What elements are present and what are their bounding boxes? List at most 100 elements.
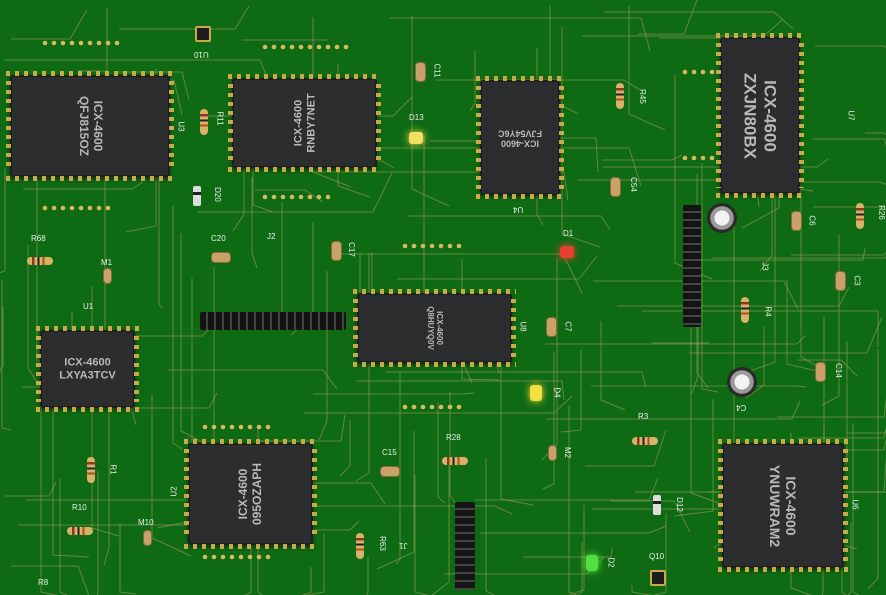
solder-pad bbox=[271, 44, 277, 50]
chip-u1-code: LXYA3TCV bbox=[59, 369, 116, 381]
trace-line bbox=[339, 420, 351, 477]
trace-line bbox=[251, 177, 258, 269]
trace-line bbox=[414, 475, 429, 595]
label-d20: D20 bbox=[212, 187, 222, 202]
chip-j2-label: ICX-4600 RNBY7NET bbox=[292, 93, 317, 152]
solder-pad bbox=[202, 554, 208, 560]
label-c7: C7 bbox=[563, 321, 573, 332]
solder-pad bbox=[691, 155, 697, 161]
capacitor-m2 bbox=[548, 445, 557, 461]
solder-pad bbox=[316, 194, 322, 200]
trace-line bbox=[168, 369, 338, 390]
trace-line bbox=[500, 315, 534, 506]
capacitor-c20 bbox=[211, 252, 231, 263]
solder-pad bbox=[289, 44, 295, 50]
chip-u7: ICX-4600 ZXJN80BX bbox=[716, 33, 804, 198]
solder-pad bbox=[114, 40, 120, 46]
solder-pad bbox=[682, 69, 688, 75]
resistor-r3 bbox=[632, 437, 658, 445]
trace-line bbox=[631, 585, 654, 595]
trace-line bbox=[0, 169, 6, 274]
solder-pad bbox=[420, 404, 426, 410]
solder-pad bbox=[256, 554, 262, 560]
solder-pad bbox=[402, 404, 408, 410]
chip-u4-code: FJV54Y6C bbox=[497, 127, 543, 138]
trace-line bbox=[701, 163, 719, 393]
label-r28: R28 bbox=[446, 433, 461, 442]
solder-pad bbox=[682, 155, 688, 161]
capacitor-c7 bbox=[546, 317, 557, 337]
trace-line bbox=[852, 423, 860, 595]
solder-pad bbox=[69, 205, 75, 211]
solder-pad bbox=[438, 404, 444, 410]
trace-line bbox=[786, 280, 822, 373]
trace-line bbox=[523, 547, 613, 558]
trace-line bbox=[247, 202, 283, 330]
label-q10: Q10 bbox=[649, 552, 665, 561]
chip-u4-part: ICX-4600 bbox=[500, 137, 540, 148]
label-r63: R63 bbox=[377, 536, 387, 551]
solder-pad bbox=[262, 44, 268, 50]
led-d1 bbox=[560, 246, 574, 258]
label-r8: R8 bbox=[38, 578, 49, 587]
trace-line bbox=[407, 215, 611, 231]
trace-line bbox=[305, 533, 325, 595]
label-r11: R11 bbox=[215, 111, 225, 126]
trace-line bbox=[312, 17, 352, 188]
chip-u2-part: ICX-4600 bbox=[235, 468, 250, 520]
solder-pad bbox=[265, 424, 271, 430]
chip-u4-label: ICX-4600 FJV54Y6C bbox=[498, 127, 542, 148]
solder-pad bbox=[229, 554, 235, 560]
trace-line bbox=[541, 258, 558, 461]
label-r45: R45 bbox=[637, 89, 647, 104]
resistor-r10 bbox=[67, 527, 93, 535]
label-c6: C6 bbox=[807, 215, 817, 226]
chip-u2: ICX-4600 095OZAPH bbox=[184, 439, 317, 549]
trace-line bbox=[745, 326, 765, 399]
capacitor-c14 bbox=[815, 362, 826, 382]
solder-pad bbox=[343, 44, 349, 50]
label-c17: C17 bbox=[346, 242, 356, 257]
resistor-r68 bbox=[27, 257, 53, 265]
trace-line bbox=[798, 427, 886, 439]
trace-line bbox=[103, 351, 110, 566]
trace-line bbox=[284, 505, 513, 515]
trace-line bbox=[600, 321, 626, 411]
trace-line bbox=[798, 359, 858, 377]
label-r3: R3 bbox=[638, 412, 649, 421]
trace-line bbox=[591, 385, 807, 388]
trace-line bbox=[397, 255, 598, 280]
label-c4: C4 bbox=[736, 403, 747, 412]
chip-u3-label: ICX-4600 QFJ815OZ bbox=[76, 96, 105, 156]
trace-line bbox=[485, 458, 496, 595]
chip-u1-part: ICX-4600 bbox=[64, 356, 111, 369]
trace-line bbox=[585, 429, 667, 467]
chip-u8: ICX-4600 Q8HUYQ0V bbox=[353, 289, 516, 367]
solder-pad bbox=[220, 424, 226, 430]
solder-pad bbox=[307, 44, 313, 50]
chip-u6-part: ICX-4600 bbox=[783, 475, 800, 536]
label-u6: U6 bbox=[850, 499, 860, 510]
solder-pad bbox=[87, 40, 93, 46]
trace-line bbox=[96, 471, 99, 595]
label-m1: M1 bbox=[101, 258, 113, 267]
chip-u3: ICX-4600 QFJ815OZ bbox=[6, 71, 174, 181]
solder-pad bbox=[325, 194, 331, 200]
trace-line bbox=[356, 380, 565, 401]
trace-line bbox=[847, 429, 886, 434]
trace-line bbox=[395, 372, 401, 565]
trace-line bbox=[610, 500, 691, 533]
label-j2: J2 bbox=[267, 232, 276, 241]
solder-pad bbox=[105, 205, 111, 211]
electrolytic-capacitor-c4 bbox=[727, 367, 757, 397]
label-r68: R68 bbox=[31, 234, 46, 243]
capacitor-m10 bbox=[143, 530, 152, 546]
solder-pad bbox=[51, 40, 57, 46]
trace-line bbox=[604, 11, 794, 30]
trace-line bbox=[593, 280, 799, 310]
trace-line bbox=[366, 557, 369, 595]
trace-line bbox=[172, 206, 183, 450]
label-c14: C14 bbox=[833, 363, 843, 378]
chip-u1-label: ICX-4600 LXYA3TCV bbox=[59, 356, 115, 381]
